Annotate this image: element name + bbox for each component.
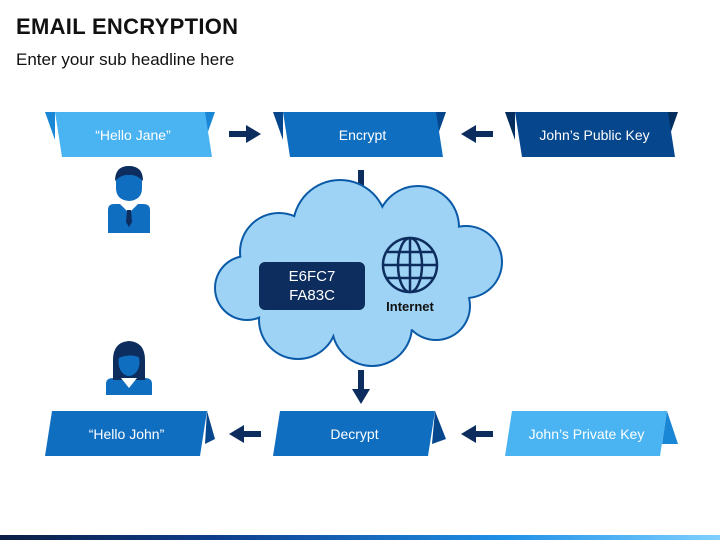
arrow-key-to-encrypt xyxy=(461,125,493,143)
private-key-label: John’s Private Key xyxy=(528,425,645,442)
private-key-box xyxy=(505,411,678,456)
ciphertext-line-1: E6FC7 xyxy=(288,268,336,285)
hello-john-label: “Hello John” xyxy=(88,425,165,442)
globe-icon xyxy=(381,236,439,294)
arrow-cloud-to-decrypt xyxy=(352,370,370,404)
ciphertext-box xyxy=(259,262,365,310)
ciphertext-line-2: FA83C xyxy=(289,287,335,304)
internet-label: Internet xyxy=(386,299,434,314)
female-user-icon xyxy=(106,341,152,395)
encrypt-box xyxy=(273,112,446,157)
decrypt-label: Decrypt xyxy=(330,425,379,442)
arrow-decrypt-to-john xyxy=(229,425,261,443)
hello-jane-box xyxy=(45,112,215,157)
arrow-key-to-decrypt xyxy=(461,425,493,443)
male-user-icon xyxy=(108,166,150,233)
arrow-jane-to-encrypt xyxy=(229,125,261,143)
public-key-label: John’s Public Key xyxy=(539,126,650,143)
public-key-box xyxy=(505,112,678,157)
page-subtitle: Enter your sub headline here xyxy=(16,50,235,69)
hello-jane-label: “Hello Jane” xyxy=(95,126,171,143)
page-title: EMAIL ENCRYPTION xyxy=(16,14,239,39)
encrypt-label: Encrypt xyxy=(338,126,387,143)
ciphertext-label: E6FC7 FA83C xyxy=(259,262,365,310)
decrypt-box xyxy=(273,411,446,456)
footer-accent-bar xyxy=(0,535,720,540)
hello-john-box xyxy=(45,411,215,456)
